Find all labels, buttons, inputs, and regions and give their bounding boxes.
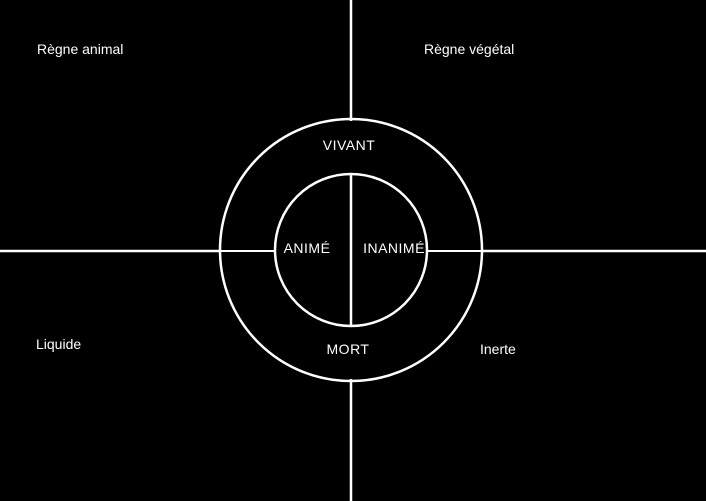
label-anime: ANIMÉ xyxy=(283,240,331,256)
label-inerte: Inerte xyxy=(480,341,516,357)
label-liquide: Liquide xyxy=(36,336,82,352)
label-regne-vegetal: Règne végétal xyxy=(424,41,515,57)
outer-circle xyxy=(218,117,484,383)
label-regne-animal: Règne animal xyxy=(37,41,124,57)
label-vivant: VIVANT xyxy=(322,137,376,153)
label-inanime: INANIMÉ xyxy=(363,240,425,256)
label-mort: MORT xyxy=(326,341,370,357)
